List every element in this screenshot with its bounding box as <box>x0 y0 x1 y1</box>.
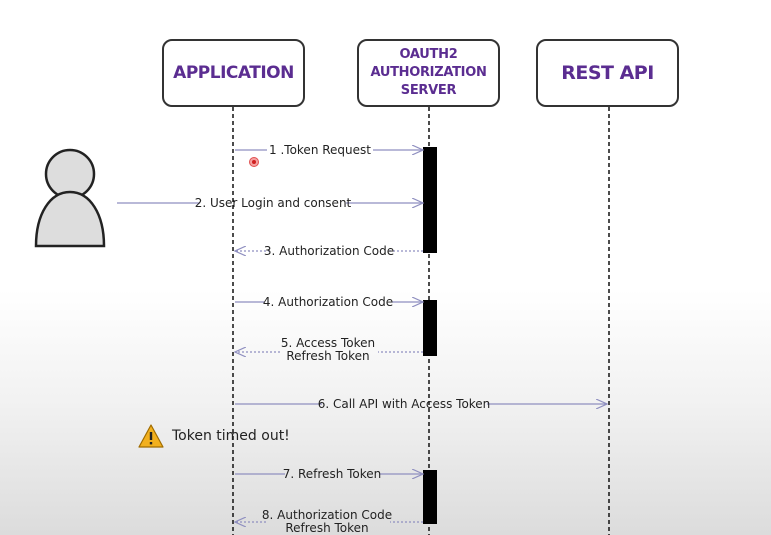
message-label: 5. Access Token <box>281 336 375 350</box>
message-2: 2. User Login and consent <box>117 196 423 210</box>
token-timeout-note: Token timed out! <box>138 424 290 448</box>
activation-bar <box>423 147 437 253</box>
activation-bar <box>423 300 437 356</box>
user-actor-icon <box>34 148 106 248</box>
participant-authorization-server: OAUTH2 AUTHORIZATION SERVER <box>357 39 500 107</box>
warning-icon <box>138 424 164 448</box>
activation-bar <box>423 470 437 524</box>
message-1: 1 .Token Request <box>235 143 423 157</box>
message-7: 7. Refresh Token <box>235 467 423 481</box>
message-label: 2. User Login and consent <box>195 196 352 210</box>
message-6: 6. Call API with Access Token <box>235 397 607 411</box>
warning-text: Token timed out! <box>172 428 290 444</box>
message-label: 3. Authorization Code <box>264 244 394 258</box>
participant-rest-api: REST API <box>536 39 679 107</box>
message-label: 6. Call API with Access Token <box>318 397 491 411</box>
message-3: 3. Authorization Code <box>235 244 423 258</box>
message-8: 8. Authorization Code Refresh Token <box>235 508 423 535</box>
message-label: 1 .Token Request <box>269 143 371 157</box>
message-label: Refresh Token <box>286 349 369 363</box>
participant-application: APPLICATION <box>162 39 305 107</box>
message-4: 4. Authorization Code <box>235 295 423 309</box>
message-label: 8. Authorization Code <box>262 508 392 522</box>
pointer-highlight <box>249 157 259 167</box>
message-5: 5. Access Token Refresh Token <box>235 336 423 363</box>
message-label: 7. Refresh Token <box>283 467 382 481</box>
message-label: 4. Authorization Code <box>263 295 393 309</box>
message-label: Refresh Token <box>285 521 368 535</box>
